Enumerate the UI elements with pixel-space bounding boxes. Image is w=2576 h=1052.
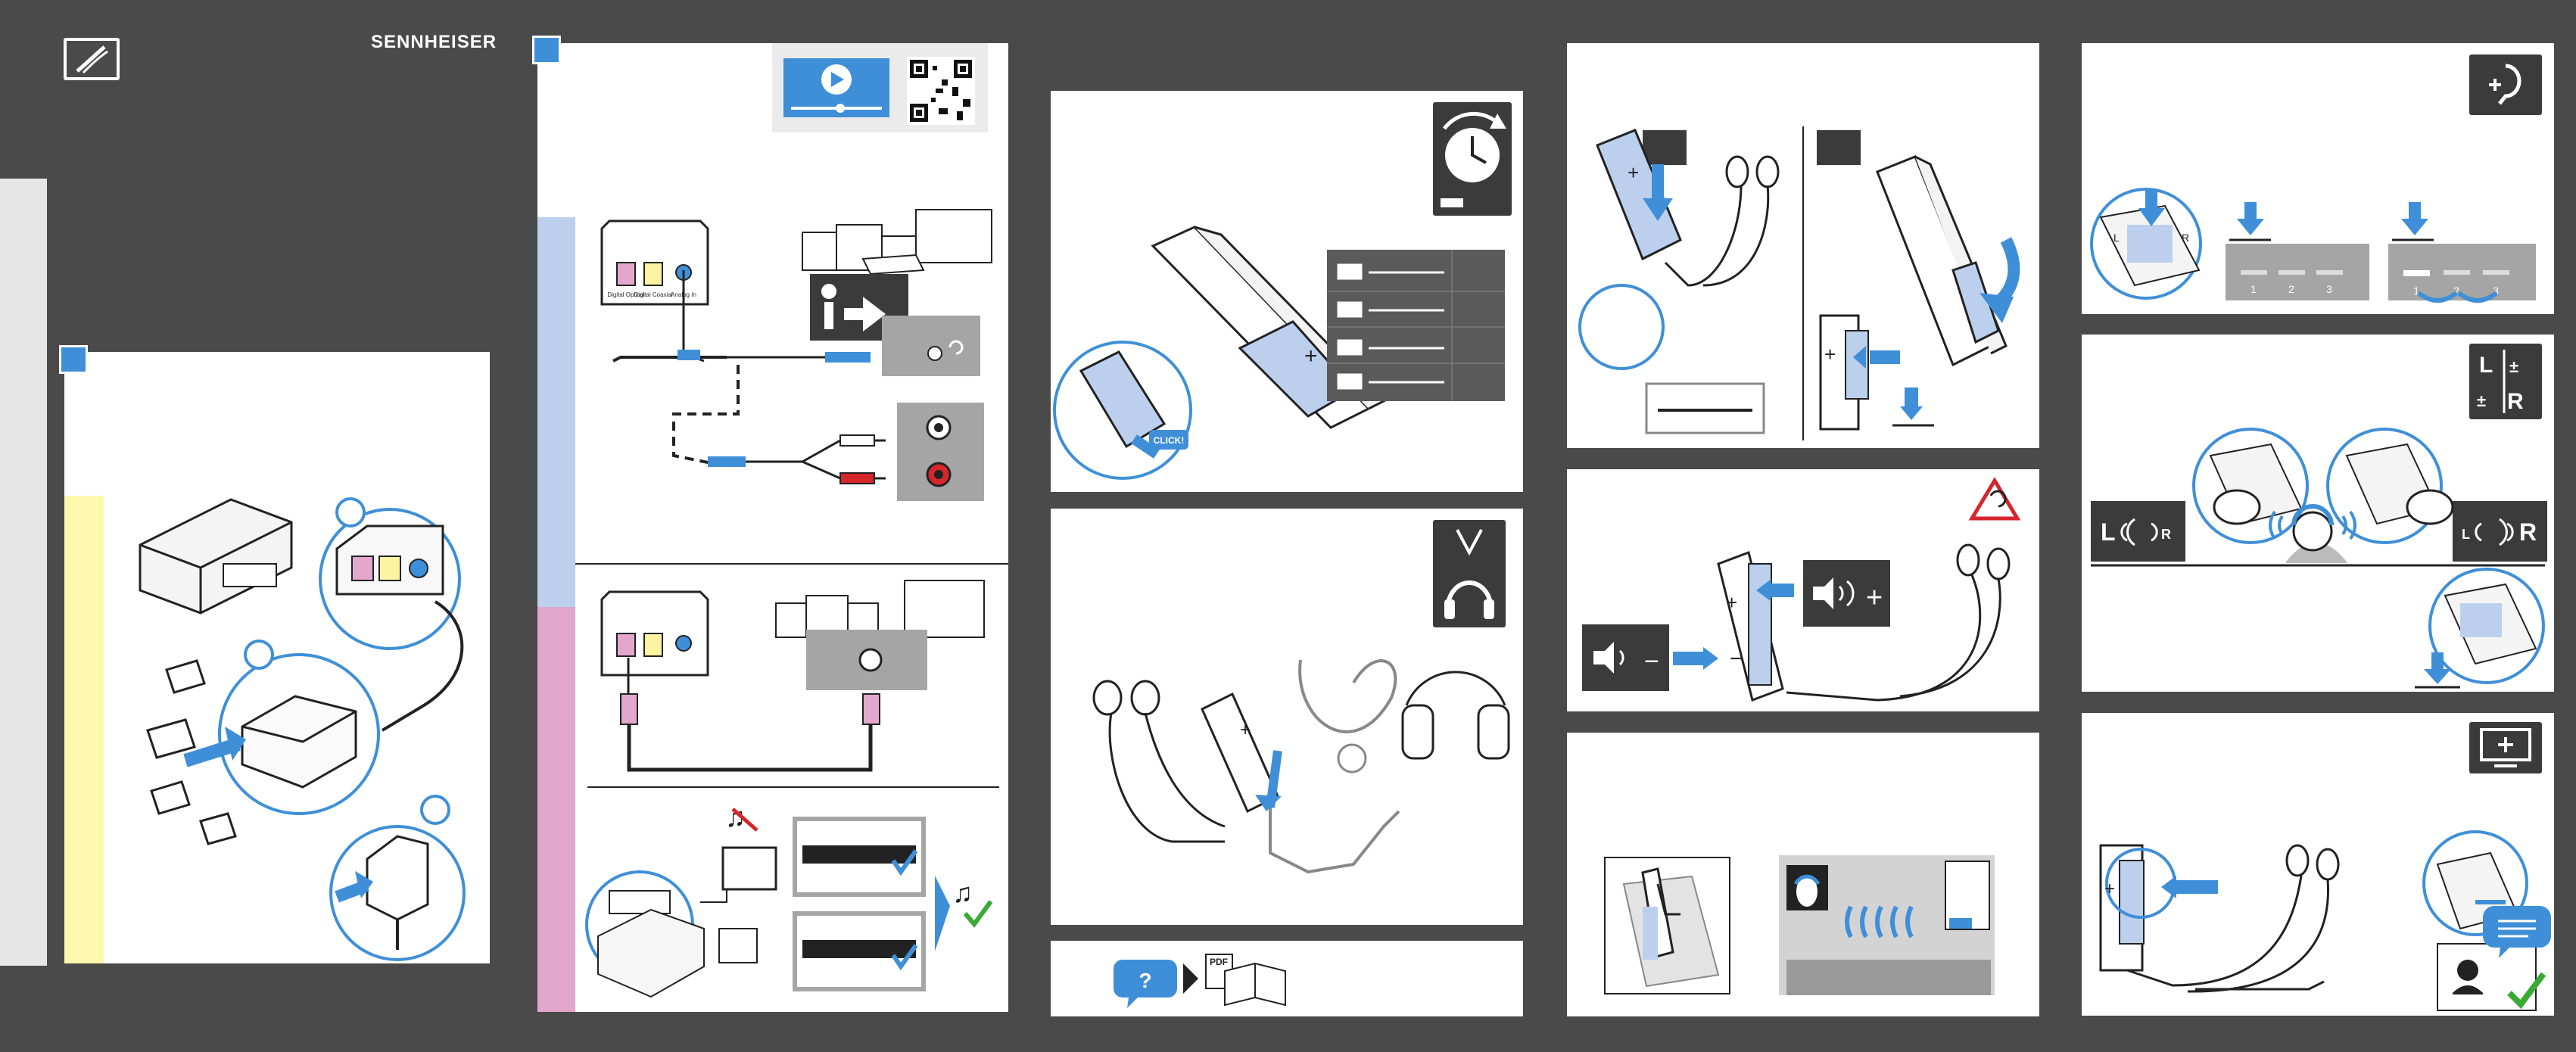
tv-plus-icon (2469, 722, 2542, 773)
panel-balance: L ± ± R L R L R (2082, 335, 2554, 692)
svg-text:3: 3 (2326, 283, 2332, 295)
svg-text:L: L (2462, 527, 2470, 542)
svg-text:L: L (2479, 353, 2493, 378)
left-edge-tab (0, 179, 47, 966)
svg-text:+: + (1824, 343, 1836, 366)
svg-text:1: 1 (2250, 283, 2257, 295)
svg-text:PDF: PDF (1210, 957, 1228, 967)
ear-plus-icon (2469, 54, 2542, 115)
svg-text:R: R (2519, 518, 2537, 546)
balance-lr-icon: L ± ± R (2469, 344, 2542, 419)
step-badge-1 (59, 345, 88, 374)
svg-text:2: 2 (2288, 283, 2294, 295)
sennheiser-logo-icon (64, 38, 120, 80)
svg-text:−: − (1730, 646, 1743, 671)
svg-text:+: + (1628, 161, 1639, 184)
panel-tv-boost: + (2082, 713, 2554, 1016)
panel-headphones: + (1051, 509, 1523, 925)
video-play-icon (783, 58, 889, 117)
svg-text:+: + (1304, 344, 1318, 369)
svg-text:+: + (1240, 720, 1251, 740)
svg-text:CLICK!: CLICK! (1154, 435, 1185, 446)
panel-volume: − + + − (1567, 469, 2039, 711)
svg-text:R: R (2507, 389, 2524, 414)
svg-text:+: + (1726, 591, 1737, 614)
svg-text:±: ± (2509, 357, 2518, 376)
svg-text:L: L (2101, 518, 2116, 546)
headphones-icon (1433, 520, 1506, 627)
svg-text:+: + (1866, 582, 1883, 614)
svg-text:+: + (2104, 879, 2115, 899)
svg-text:♫: ♫ (952, 877, 973, 908)
clock-icon (1433, 102, 1512, 216)
brand-name: SENNHEISER (371, 32, 497, 53)
svg-text:±: ± (2477, 391, 2486, 410)
svg-text:−: − (1644, 647, 1659, 676)
music-check-icon: ♫ (952, 877, 991, 924)
panel-hearing-level: L R 1 2 3 1 2 3 (2082, 43, 2554, 314)
svg-text:R: R (2182, 232, 2189, 244)
panel-charge-receiver: + CLICK! (1051, 91, 1523, 492)
step-badge-2 (532, 36, 561, 64)
panel-help: ? PDF (1051, 941, 1523, 1016)
svg-text:Digital Coaxial: Digital Coaxial (634, 291, 672, 298)
help-question: ? (1138, 969, 1151, 992)
svg-text:R: R (2161, 527, 2171, 542)
no-music-icon: ♫ (725, 801, 757, 833)
panel-connection: Digital Optical Digital Coaxial Analog I… (537, 43, 1008, 1012)
panel-wearing (1567, 733, 2039, 1016)
panel-receiver-bodypack: + + (1567, 43, 2039, 448)
panel-charging (64, 352, 490, 963)
warning-ear-icon (1972, 481, 2017, 518)
qr-code-icon (907, 57, 975, 125)
svg-text:L: L (2113, 232, 2120, 244)
